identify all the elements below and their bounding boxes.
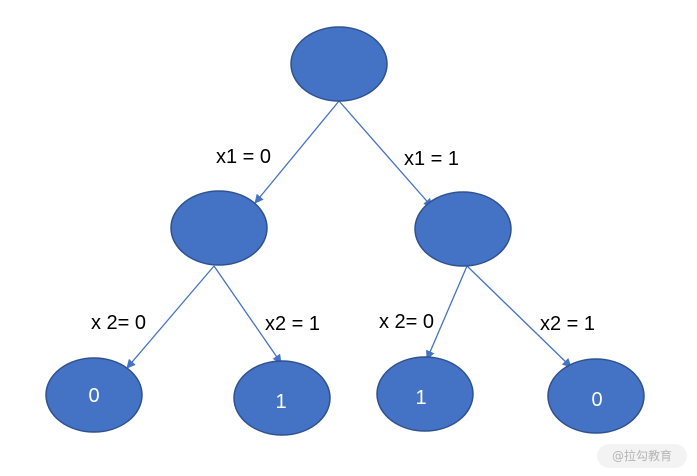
watermark-badge: @拉勾教育 bbox=[597, 444, 687, 468]
edge-label-root-left: x1 = 0 bbox=[216, 146, 271, 168]
edge-root-right bbox=[338, 100, 433, 208]
edge-right-leaf4 bbox=[466, 265, 572, 368]
edge-right-leaf3 bbox=[426, 265, 468, 360]
edge-left-leaf2 bbox=[213, 265, 282, 364]
leaf-label-3: 1 bbox=[415, 387, 426, 409]
left-child-node bbox=[170, 190, 268, 266]
leaf-node-2 bbox=[233, 360, 331, 436]
edge-root-left bbox=[254, 100, 340, 204]
edge-label-root-right: x1 = 1 bbox=[404, 148, 459, 170]
edge-label-left-leaf1: x 2= 0 bbox=[91, 312, 146, 334]
leaf-label-1: 0 bbox=[88, 385, 99, 407]
leaf-label-2: 1 bbox=[275, 391, 286, 413]
right-child-node bbox=[414, 191, 512, 267]
leaf-node-4 bbox=[547, 358, 645, 434]
edge-label-right-leaf4: x2 = 1 bbox=[540, 313, 595, 335]
edge-left-leaf1 bbox=[126, 265, 215, 369]
leaf-label-4: 0 bbox=[591, 389, 602, 411]
root-node bbox=[290, 26, 388, 102]
leaf-node-3 bbox=[376, 356, 474, 432]
leaf-node-1 bbox=[45, 357, 143, 433]
edge-label-left-leaf2: x2 = 1 bbox=[265, 313, 320, 335]
edge-label-right-leaf3: x 2= 0 bbox=[379, 311, 434, 333]
